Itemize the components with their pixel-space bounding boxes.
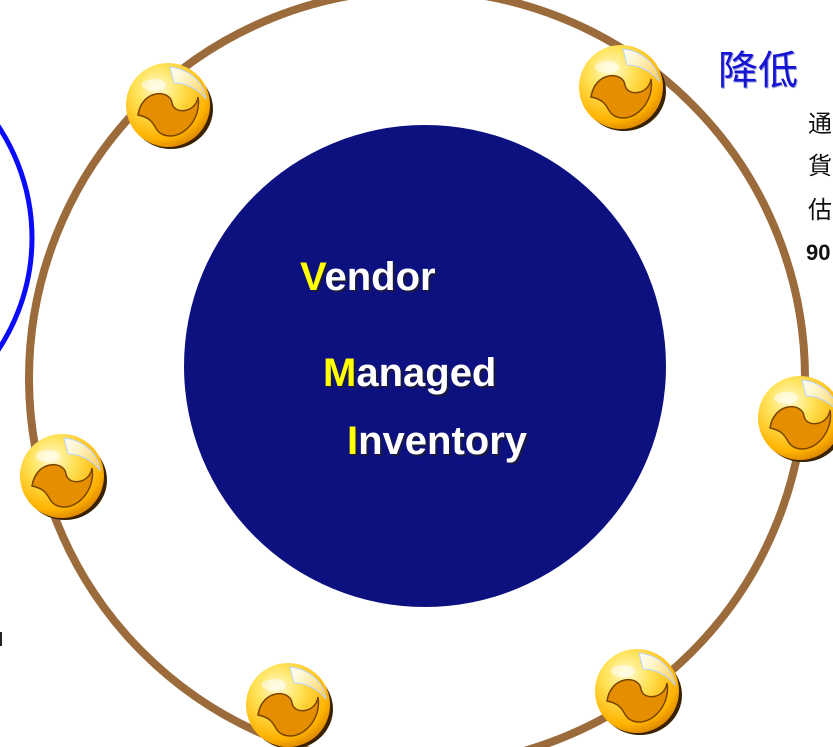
core-line-vendor: Vendor <box>300 257 436 297</box>
golden-swirl-sphere-icon <box>245 662 334 747</box>
initial-m: M <box>323 351 357 395</box>
side-line-1: 通 <box>808 110 832 138</box>
side-line-3: 估 <box>808 196 832 224</box>
golden-swirl-sphere-icon <box>125 62 214 150</box>
golden-swirl-sphere-icon <box>757 375 833 463</box>
word-inventory-rest: nventory <box>358 419 528 463</box>
golden-swirl-sphere-icon <box>19 433 108 521</box>
core-line-inventory: Inventory <box>347 421 527 461</box>
core-line-managed: Managed <box>323 353 496 393</box>
word-vendor-rest: endor <box>324 255 436 299</box>
edge-mark <box>0 632 2 646</box>
golden-swirl-sphere-icon <box>594 648 683 736</box>
vmi-core-circle <box>184 125 666 607</box>
side-number: 90 <box>806 240 831 265</box>
golden-swirl-sphere-icon <box>578 44 667 132</box>
side-line-2: 貨 <box>808 152 832 180</box>
word-managed-rest: anaged <box>356 351 497 395</box>
side-heading: 降低 <box>718 48 798 94</box>
left-partial-circle <box>0 124 35 352</box>
initial-v: V <box>300 255 325 299</box>
initial-i: I <box>347 419 359 463</box>
